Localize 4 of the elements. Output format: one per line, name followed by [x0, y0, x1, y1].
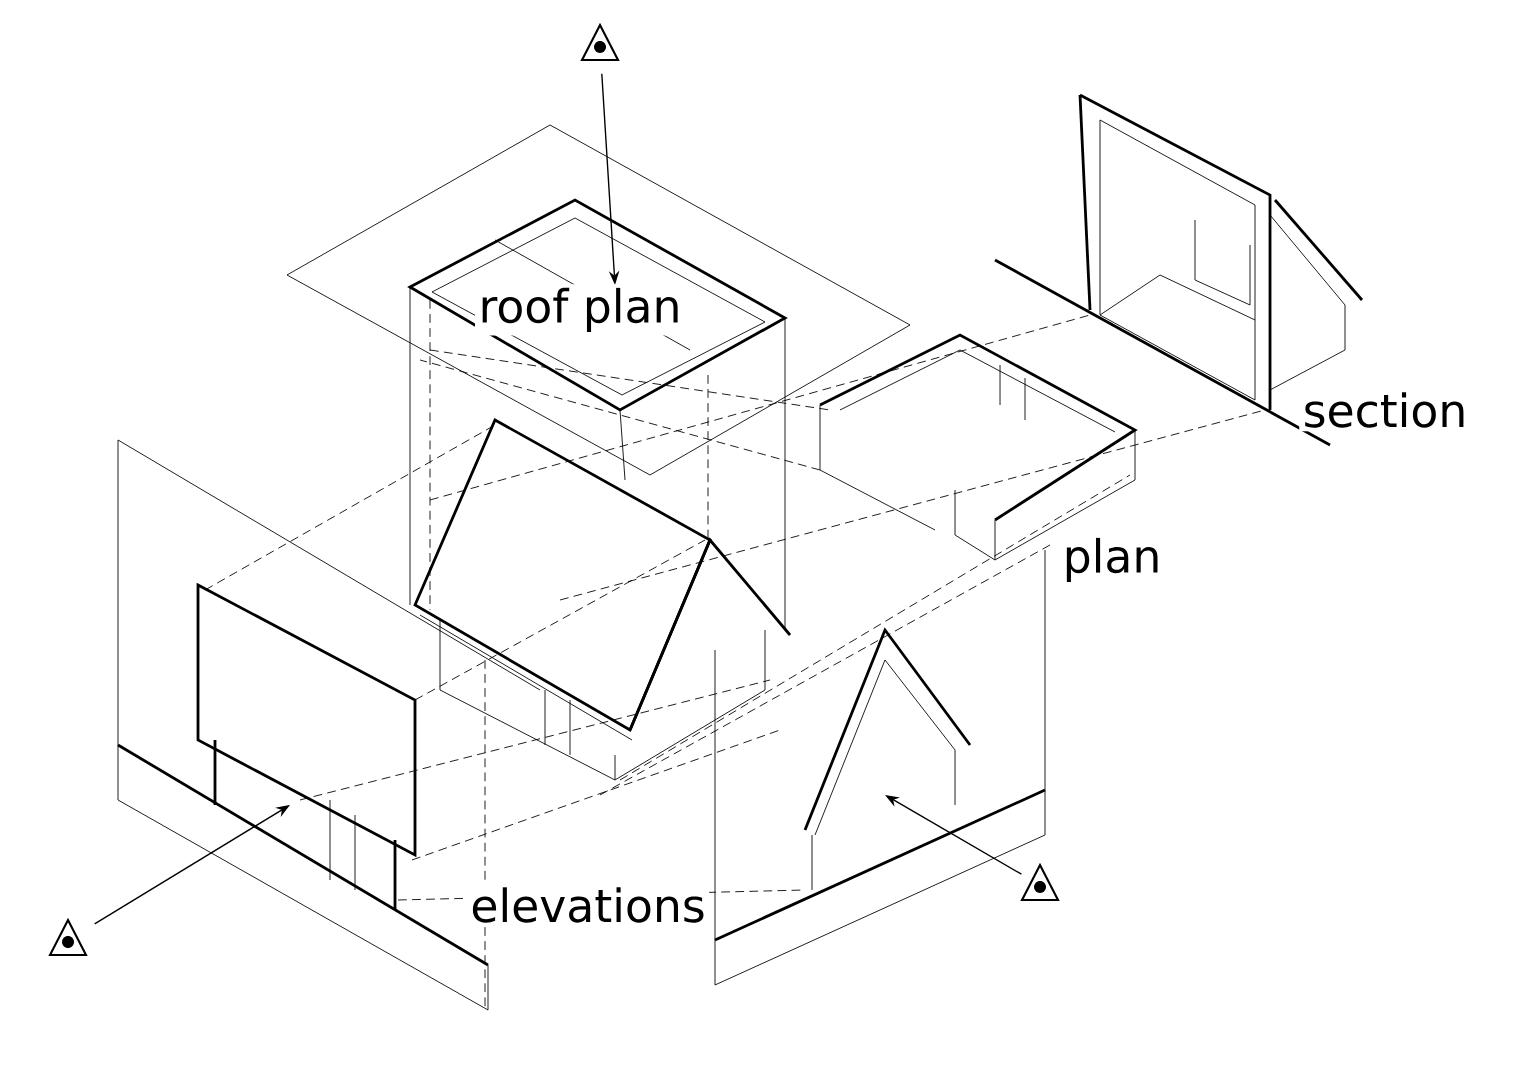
- view-label: roof plan: [475, 284, 685, 336]
- view-label: elevations: [466, 883, 710, 927]
- view-label: plan: [1059, 534, 1165, 586]
- view-label: section: [1299, 388, 1471, 432]
